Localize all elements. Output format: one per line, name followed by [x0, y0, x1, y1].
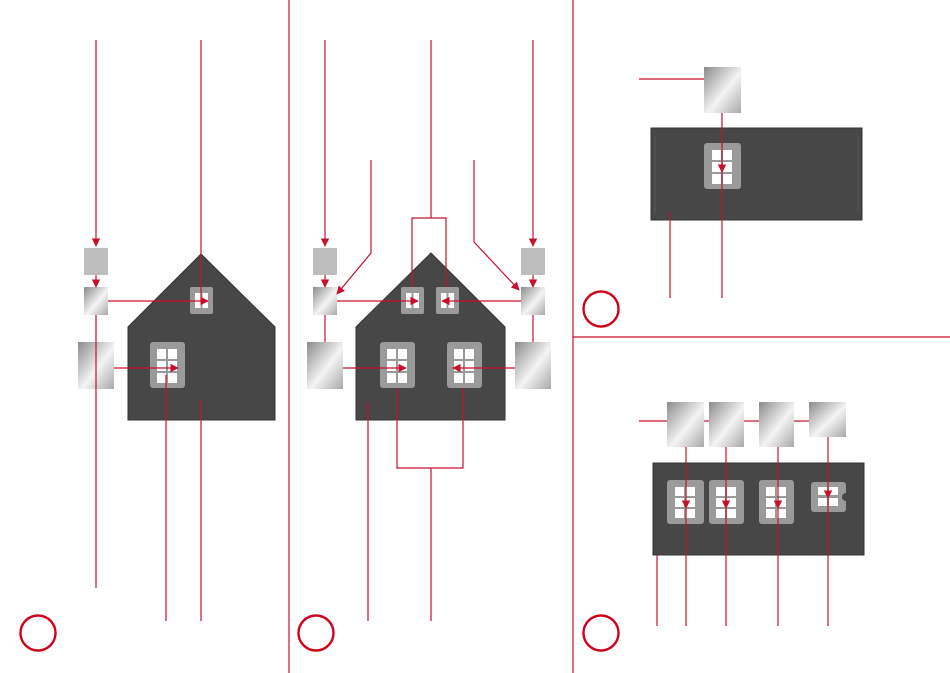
glazing-sheet-icon [84, 287, 108, 315]
step-4-panel [584, 402, 865, 651]
window-icon [447, 342, 482, 388]
glazing-sheet-icon [313, 287, 337, 315]
window-icon [380, 342, 415, 388]
side-wall [651, 128, 862, 220]
glazing-sheet-icon [307, 342, 343, 389]
glazing-sheet-icon [84, 248, 108, 275]
step-circle-4 [584, 616, 619, 651]
window-icon [150, 342, 185, 388]
glazing-sheet-icon [667, 402, 704, 447]
house-gable-wall [356, 253, 505, 420]
window-icon [811, 482, 850, 512]
glazing-sheet-icon [521, 248, 545, 275]
step-circle-3 [584, 292, 619, 327]
glazing-sheet-icon [709, 402, 744, 447]
step-circle-2 [299, 616, 334, 651]
glazing-sheet-icon [809, 402, 846, 437]
glazing-sheet-icon [515, 342, 551, 389]
step-3-panel [584, 67, 863, 327]
step-2-panel [299, 40, 552, 651]
step-circle-1 [21, 616, 56, 651]
glazing-sheet-icon [313, 248, 337, 275]
glazing-sheet-icon [704, 67, 741, 113]
step-1-panel [21, 40, 276, 651]
window-icon [759, 480, 794, 524]
glazing-sheet-icon [521, 287, 545, 315]
glazing-sheet-icon [759, 402, 794, 447]
